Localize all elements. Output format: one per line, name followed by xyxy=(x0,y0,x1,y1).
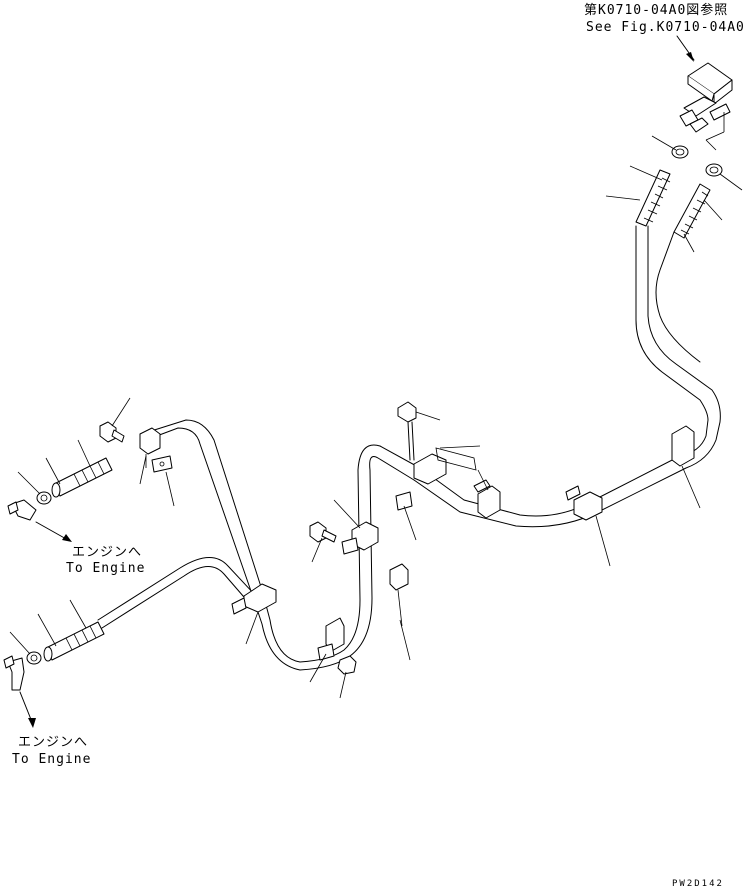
bolt-center-top xyxy=(397,401,417,461)
to-engine-arrow-upper xyxy=(35,521,72,542)
clamp-strap-center xyxy=(435,447,477,471)
main-hose-upper xyxy=(413,225,721,528)
clip-center-top xyxy=(413,453,447,485)
clip-small-center xyxy=(389,563,409,591)
reference-arrow xyxy=(676,35,695,62)
clip-middle-left xyxy=(231,583,277,615)
leader-lines xyxy=(9,135,743,699)
hose-clamp-left-lower xyxy=(26,651,42,665)
main-hose-left-lower xyxy=(97,557,257,629)
hose-clamp-top-right xyxy=(705,163,723,177)
spring-guard-left-lower xyxy=(43,621,105,662)
destination-lower-jp: エンジンへ xyxy=(18,735,88,750)
clip-upper-left xyxy=(139,427,161,468)
clip-bracket-center xyxy=(395,491,413,511)
reference-label-jp: 第K0710-04A0図参照 xyxy=(584,2,728,18)
clip-right-upper xyxy=(671,425,695,467)
spring-guard-upper-right xyxy=(673,183,711,239)
elbow-connector-upper xyxy=(7,499,37,521)
destination-upper-jp: エンジンへ xyxy=(72,545,142,560)
valve-bracket-component xyxy=(679,62,733,151)
destination-upper-en: To Engine xyxy=(66,561,145,576)
destination-lower-en: To Engine xyxy=(12,752,91,767)
drawing-code: PW2D142 xyxy=(672,879,724,889)
main-hose-left-upper xyxy=(145,419,263,595)
bolt-upper-left xyxy=(99,421,125,443)
to-engine-arrow-lower xyxy=(19,691,36,728)
bolt-middle-center xyxy=(309,521,337,543)
clip-middle-center xyxy=(341,521,379,555)
clip-bracket-upper-left xyxy=(151,455,173,473)
clip-lower-center xyxy=(317,617,345,661)
clip-center-right xyxy=(473,479,501,519)
spring-guard-upper-left xyxy=(635,169,671,227)
spring-guard-left-upper xyxy=(51,457,113,498)
hose-clamp-top-left xyxy=(671,145,689,159)
clip-right-lower xyxy=(565,485,603,521)
bolt-lower-center xyxy=(337,655,357,675)
hose-clamp-left-upper xyxy=(36,491,52,505)
elbow-connector-lower xyxy=(3,655,25,691)
reference-label-en: See Fig.K0710-04A0 xyxy=(586,20,745,35)
